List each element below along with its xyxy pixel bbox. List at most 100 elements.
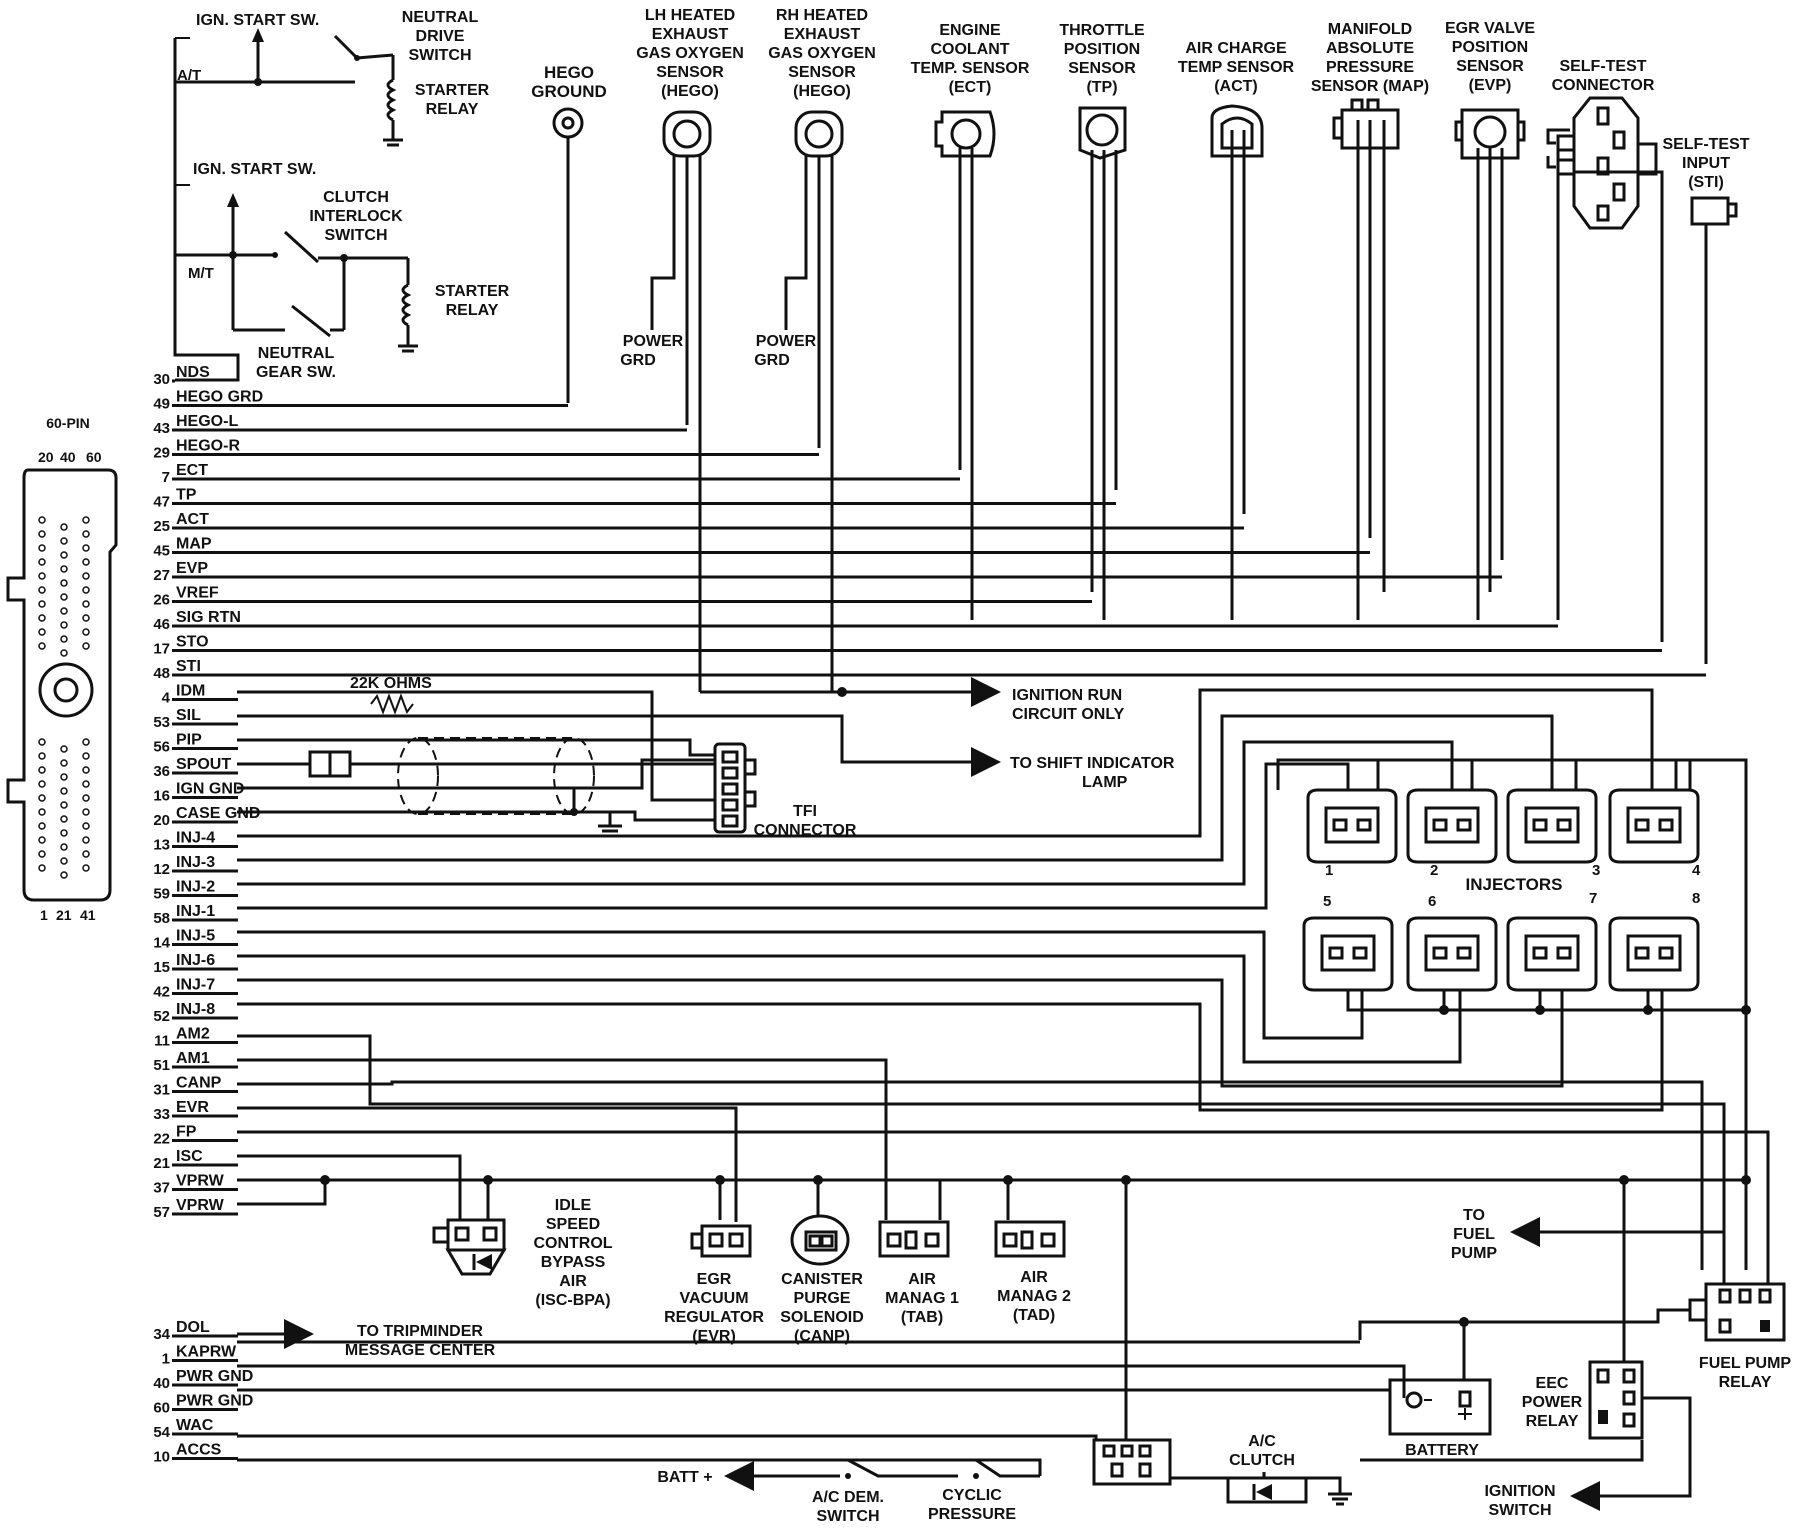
pin-hole <box>38 544 46 552</box>
pin-name: NDS <box>176 364 210 381</box>
sixty-pin-connector: 60-PIN 20 40 60 1 21 41 <box>6 415 118 923</box>
pin-hole <box>60 857 68 865</box>
pin-number: 20 <box>153 812 170 829</box>
pin-number: 1 <box>162 1351 170 1368</box>
pin-name: CANP <box>176 1075 222 1092</box>
pin-hole <box>38 752 46 760</box>
pin-hole <box>82 794 90 802</box>
pin-name: ACCS <box>176 1442 222 1459</box>
pin-hole <box>82 822 90 830</box>
pin-name: EVP <box>176 560 208 577</box>
pin-name: TP <box>176 487 197 504</box>
pin-number: 53 <box>153 714 170 731</box>
pin-hole <box>82 864 90 872</box>
pin-name: HEGO GRD <box>176 389 263 406</box>
injector-num-7: 7 <box>1589 890 1597 907</box>
pin-name: INJ-6 <box>176 952 215 969</box>
pin-name: ACT <box>176 511 209 528</box>
pin-hole <box>82 850 90 858</box>
pin-name: AM2 <box>176 1026 210 1043</box>
sti-connector <box>1690 196 1730 226</box>
pin-number: 16 <box>153 788 170 805</box>
pin-hole <box>38 794 46 802</box>
pin-name: IDM <box>176 683 205 700</box>
pin-hole <box>38 628 46 636</box>
pin-hole <box>38 558 46 566</box>
pin-row: 57 VPRW <box>153 1197 238 1221</box>
pin-hole <box>82 600 90 608</box>
mt-ign-start-label: IGN. START SW. <box>193 161 316 178</box>
injector-num-2: 2 <box>1430 862 1438 879</box>
ac-dem-switch-label: A/C DEM.SWITCH <box>812 1489 884 1525</box>
pin-number: 17 <box>153 641 170 658</box>
pin-number: 48 <box>153 665 170 682</box>
pin-name: INJ-5 <box>176 928 215 945</box>
pin-name: INJ-8 <box>176 1001 215 1018</box>
injector-num-3: 3 <box>1592 862 1600 879</box>
pin-hole <box>38 808 46 816</box>
pin-hole <box>60 565 68 573</box>
pin-hole <box>60 787 68 795</box>
pin-number: 46 <box>153 616 170 633</box>
injector-num-8: 8 <box>1692 890 1700 907</box>
pin-name: INJ-7 <box>176 977 215 994</box>
pin-hole <box>38 850 46 858</box>
connector-top-num-1: 20 <box>38 449 54 465</box>
pin-name: VPRW <box>176 1197 225 1214</box>
pin-number: 57 <box>153 1204 170 1221</box>
pin-hole <box>38 586 46 594</box>
pin-number: 51 <box>153 1057 170 1074</box>
pin-hole <box>60 579 68 587</box>
pin-hole <box>38 642 46 650</box>
pin-hole <box>38 822 46 830</box>
pin-hole <box>60 843 68 851</box>
pin-hole <box>82 642 90 650</box>
pin-number: 29 <box>153 445 170 462</box>
injector-num-5: 5 <box>1323 893 1331 910</box>
pin-number: 56 <box>153 739 170 756</box>
injector-bodies <box>1302 788 1700 992</box>
pin-hole <box>38 530 46 538</box>
pin-name: SPOUT <box>176 756 231 773</box>
pin-number: 30 <box>153 371 170 388</box>
pin-number: 58 <box>153 910 170 927</box>
pin-number: 54 <box>153 1424 170 1441</box>
pin-name: MAP <box>176 536 212 553</box>
pin-name: VREF <box>176 585 219 602</box>
injector-connector <box>1506 916 1598 992</box>
connector-top-num-3: 60 <box>86 449 102 465</box>
